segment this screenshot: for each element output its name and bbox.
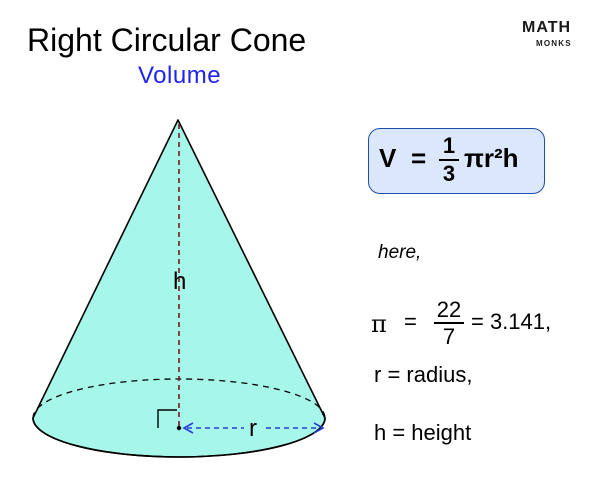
- page-subtitle: Volume: [138, 62, 222, 89]
- page-title: Right Circular Cone: [27, 22, 307, 58]
- formula-numerator: 1: [442, 133, 456, 158]
- formula-lhs: V: [379, 143, 397, 173]
- brand-logo: MATH MONKS: [518, 19, 588, 55]
- radius-arrowhead-right: [313, 422, 325, 434]
- definitions-intro: here,: [378, 242, 422, 263]
- formula-fraction-bar: [439, 159, 459, 161]
- pi-numerator: 22: [436, 297, 462, 322]
- pi-definition: π = 22 7 = 3.141,: [371, 298, 591, 348]
- cone-base-front: [32, 417, 326, 458]
- formula-fraction: 1 3: [439, 134, 459, 186]
- pi-symbol: π: [371, 310, 387, 338]
- formula-rhs: πr²h: [464, 143, 519, 173]
- radius-label: r: [249, 415, 257, 442]
- logo-main-text: MATH: [522, 19, 572, 36]
- radius-arrowhead-left: [182, 422, 194, 434]
- formula-equals: =: [411, 143, 427, 173]
- volume-formula-box: V = 1 3 πr²h: [368, 128, 545, 194]
- pi-denominator: 7: [442, 324, 456, 349]
- right-angle-marker: [157, 409, 177, 428]
- logo-sub-text: MONKS: [536, 39, 572, 48]
- pi-equals: =: [404, 309, 417, 334]
- pi-fraction-bar: [434, 322, 464, 324]
- height-label: h: [173, 268, 186, 295]
- base-center-dot: [176, 425, 182, 431]
- radius-definition: r = radius,: [374, 362, 473, 387]
- height-definition: h = height: [374, 420, 472, 445]
- formula-denominator: 3: [442, 161, 456, 186]
- pi-value: = 3.141,: [471, 309, 552, 334]
- pi-fraction: 22 7: [434, 298, 464, 348]
